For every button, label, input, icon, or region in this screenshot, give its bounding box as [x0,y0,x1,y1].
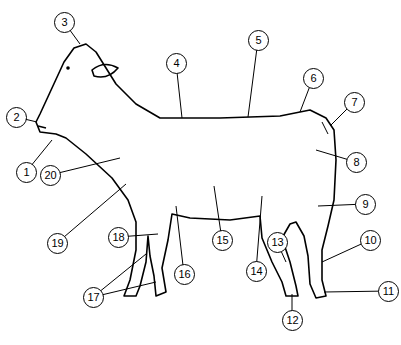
callout-number: 19 [51,238,63,249]
callout-circle: 17 [83,287,104,308]
callout-number: 11 [383,286,394,297]
callout-number: 6 [310,73,316,84]
callout-circle: 1 [16,162,37,183]
sheep-outline [36,44,336,298]
callout-circle: 13 [267,232,288,253]
callout-number: 2 [13,112,19,123]
callout-number: 17 [87,292,99,303]
callout-number: 5 [255,35,261,46]
callout-circle: 8 [346,152,367,173]
callout-circle: 5 [248,30,269,51]
callout-number: 10 [364,235,376,246]
callout-circle: 12 [282,310,303,331]
callout-number: 14 [250,266,262,277]
callout-circle: 14 [246,261,267,282]
callout-circle: 10 [360,230,381,251]
callout-number: 13 [271,237,283,248]
callout-circle: 18 [108,227,129,248]
callout-circle: 16 [174,264,195,285]
sheep-mouth [38,126,46,128]
callout-circle: 2 [6,107,27,128]
callout-circle: 15 [212,230,233,251]
leader-line [248,40,258,117]
callout-number: 4 [173,58,179,69]
sheep-ear [92,64,118,77]
callout-circle: 11 [378,281,399,302]
callout-number: 18 [112,232,124,243]
callout-number: 3 [61,17,67,28]
callout-circle: 20 [40,165,61,186]
callout-number: 15 [216,235,228,246]
tail-mark [322,122,328,134]
callout-circle: 3 [54,12,75,33]
callout-circle: 19 [47,233,68,254]
sheep-eye [66,66,70,70]
callout-number: 9 [362,199,368,210]
callout-circle: 6 [303,68,324,89]
callout-number: 20 [44,170,56,181]
callout-circle: 9 [355,194,376,215]
callout-circle: 4 [166,53,187,74]
leader-line [256,196,262,271]
callout-number: 1 [23,167,29,178]
callout-number: 8 [353,157,359,168]
callout-number: 12 [286,315,298,326]
leader-line [57,184,126,243]
callout-number: 16 [178,269,190,280]
callout-number: 7 [351,97,357,108]
callout-circle: 7 [344,92,365,113]
